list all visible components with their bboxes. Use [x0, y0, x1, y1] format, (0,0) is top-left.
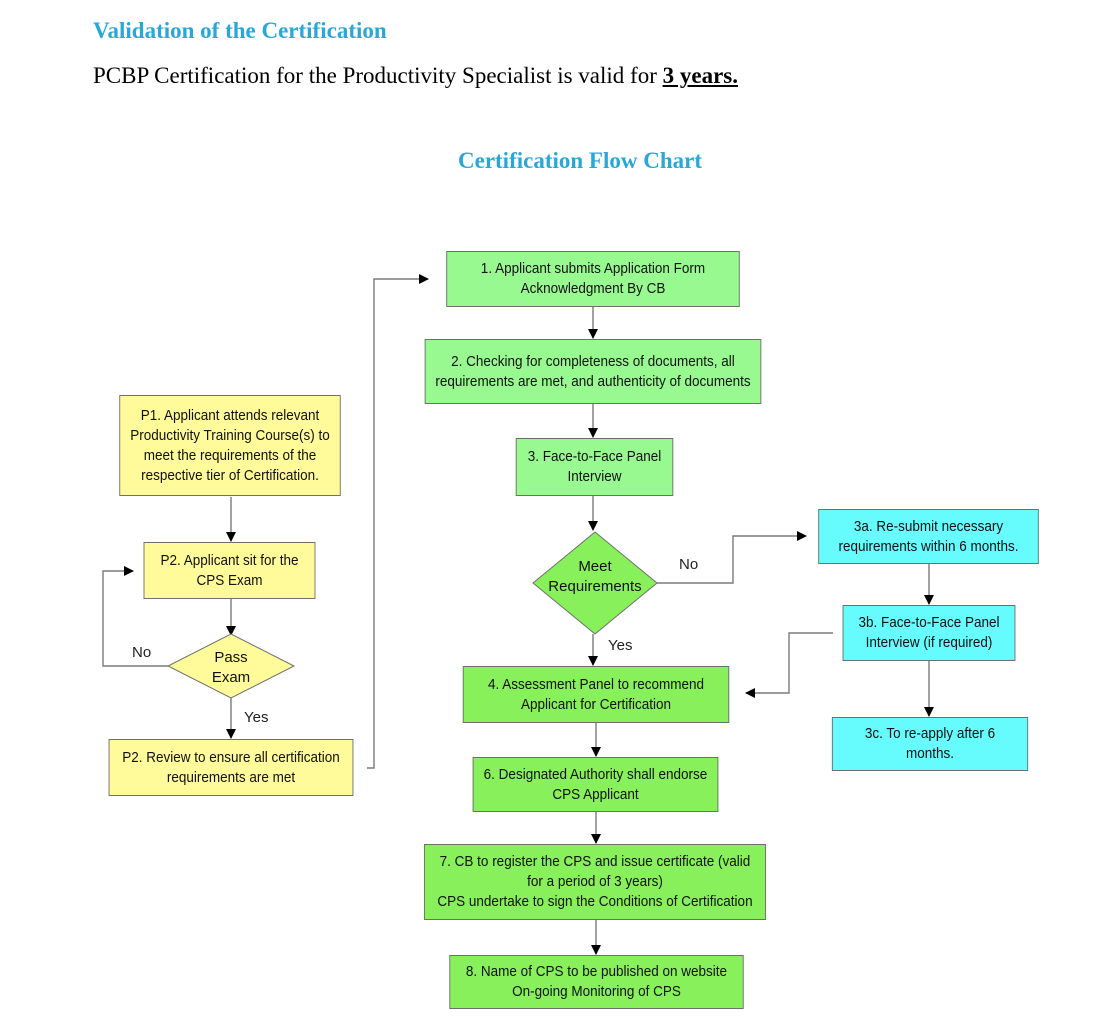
- step-7-register-certificate: 7. CB to register the CPS and issue cert…: [424, 844, 766, 920]
- diamond-meet-requirements: [532, 531, 658, 635]
- section-heading: Validation of the Certification: [93, 18, 387, 43]
- meet-yes-label: Yes: [608, 637, 633, 654]
- step-6-authority-endorse: 6. Designated Authority shall endorse CP…: [472, 757, 719, 812]
- meet-requirements-label: Meet Requirements: [548, 558, 642, 595]
- step-2-document-check: 2. Checking for completeness of document…: [424, 339, 762, 404]
- step-8-publish-monitor: 8. Name of CPS to be published on websit…: [449, 955, 744, 1009]
- step-4-assessment-panel: 4. Assessment Panel to recommend Applica…: [462, 666, 730, 723]
- arrow-meet-no-s3a: [657, 531, 807, 584]
- step-3-panel-interview: 3. Face-to-Face Panel Interview: [515, 438, 674, 496]
- step-3a-resubmit: 3a. Re-submit necessary requirements wit…: [818, 509, 1039, 564]
- diamond-pass-exam: [166, 633, 296, 699]
- step-1-application: 1. Applicant submits Application Form Ac…: [446, 251, 740, 307]
- pass-exam-label: Pass Exam: [211, 649, 251, 686]
- step-3b-panel-interview: 3b. Face-to-Face Panel Interview (if req…: [842, 605, 1016, 661]
- arrow-p2b-s1: [367, 274, 429, 769]
- step-p2-sit-exam: P2. Applicant sit for the CPS Exam: [143, 542, 316, 599]
- validity-duration: 3 years.: [662, 63, 738, 88]
- step-3c-reapply: 3c. To re-apply after 6 months.: [831, 717, 1029, 771]
- arrow-s3b-s4: [745, 632, 833, 698]
- arrow-pass-no-p2: [102, 566, 168, 667]
- meet-no-label: No: [679, 556, 699, 573]
- chart-title: Certification Flow Chart: [458, 148, 702, 173]
- pass-no-label: No: [132, 644, 152, 661]
- validity-text: PCBP Certification for the Productivity …: [93, 63, 657, 88]
- pass-yes-label: Yes: [244, 709, 269, 726]
- validity-statement: PCBP Certification for the Productivity …: [93, 63, 738, 89]
- step-p1-training: P1. Applicant attends relevant Productiv…: [119, 395, 341, 496]
- step-p2-review: P2. Review to ensure all certification r…: [108, 739, 354, 796]
